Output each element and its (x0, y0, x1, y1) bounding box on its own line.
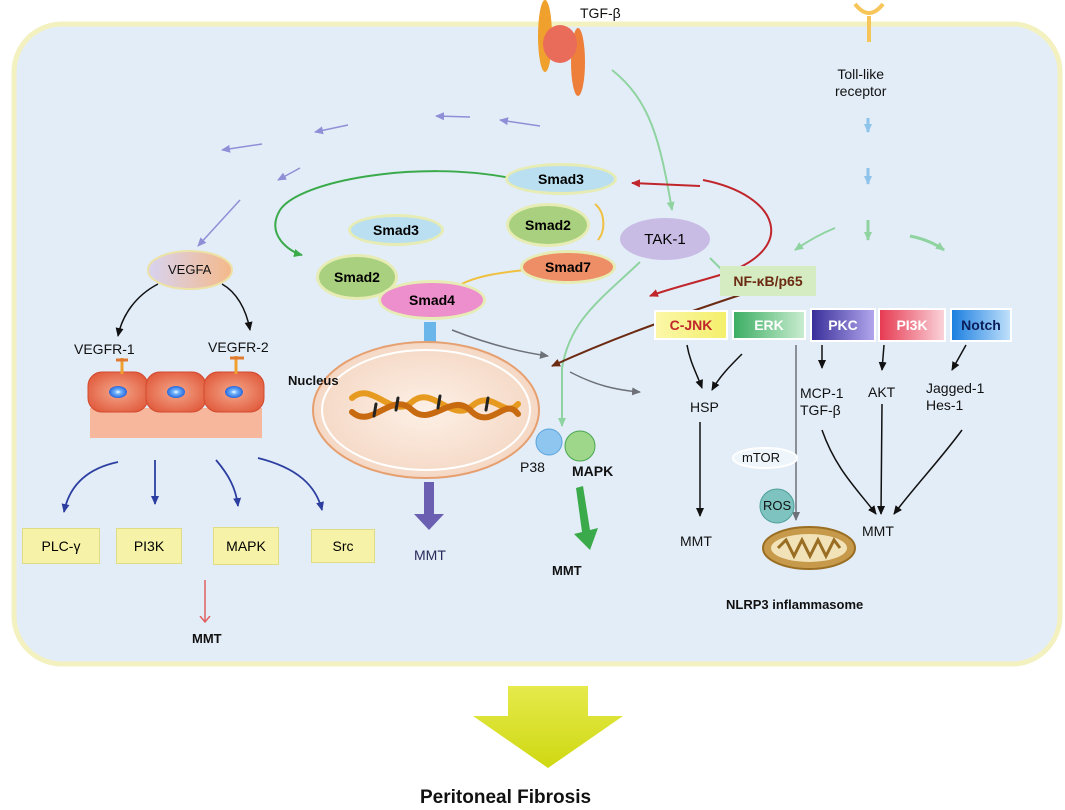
mtor-label: mTOR (742, 450, 781, 465)
peritoneal-fibrosis-label: Peritoneal Fibrosis (420, 787, 592, 808)
mapk-to-mmt-arrow (574, 486, 598, 550)
nfkb-to-nucleus-arrow (551, 294, 741, 367)
smad4-gray-arrow-2 (569, 371, 641, 396)
smad7-node: Smad7 (520, 250, 616, 284)
tak1-node: TAK-1 (620, 218, 710, 260)
vegfr2-label: VEGFR-2 (208, 339, 269, 355)
ros-label: ROS (763, 498, 792, 513)
tlr-signal-arrows (794, 118, 945, 252)
pkc-box: PKC (810, 308, 876, 342)
p38-label: P38 (520, 459, 545, 475)
mapk-vegf-box: MAPK (213, 527, 279, 565)
jagged-hes-label: Jagged-1 Hes-1 (926, 380, 985, 413)
smad7-inhibit-line (594, 203, 605, 241)
mapk-label: MAPK (572, 463, 614, 479)
hsp-label: HSP (690, 399, 719, 415)
tak1-to-smad3-arrow (631, 179, 701, 188)
nfkb-to-smad4-red-arrow (649, 179, 773, 297)
tgf-to-vegfa-arrows (197, 112, 541, 247)
mitochondrion-icon (762, 526, 856, 570)
smad4-node: Smad4 (378, 280, 486, 320)
toll-like-receptor-icon (853, 2, 885, 42)
tak1-to-p38-arrow (558, 261, 641, 427)
mmt-p38-label: MMT (552, 563, 582, 578)
nlrp3-label: NLRP3 inflammasome (726, 597, 864, 612)
tgf-beta-receptor (538, 0, 585, 96)
nucleus-to-mmt-arrow (414, 482, 444, 530)
mcp1-tgf-label: MCP-1 TGF-β (800, 385, 844, 418)
p38-circle (535, 428, 563, 456)
plc-gamma-box: PLC-γ (22, 528, 100, 564)
vegfa-to-r1-arrow (115, 283, 159, 337)
mmt-vegf-label: MMT (192, 631, 222, 646)
tgf-to-tak1-arrow (611, 69, 675, 211)
mmt-jnk-label: MMT (680, 533, 712, 549)
vegfr1-label: VEGFR-1 (74, 341, 135, 357)
nfkb-box: NF-κB/p65 (720, 266, 816, 296)
tlr-label: Toll-like receptor (835, 66, 887, 99)
endothelial-cells (87, 356, 265, 438)
mmt-nucleus-label: MMT (414, 547, 446, 563)
smad2-right-node: Smad2 (506, 203, 590, 247)
vegf-target-arrows (61, 457, 324, 513)
kinase-arrows (686, 344, 967, 517)
cjnk-box: C-JNK (654, 310, 728, 340)
akt-label: AKT (868, 384, 896, 400)
mapk-circle (564, 430, 596, 462)
vegfa-node (147, 250, 233, 290)
tgf-beta-label: TGF-β (580, 5, 621, 21)
src-box: Src (311, 529, 375, 563)
pi3k-vegf-box: PI3K (116, 528, 182, 564)
ros-node (759, 488, 795, 524)
smad3-loop-arrow (274, 170, 511, 257)
pi3k-kinase-box: PI3K (878, 308, 946, 342)
mmt-pkc-label: MMT (862, 523, 894, 539)
nucleus-label: Nucleus (288, 373, 339, 388)
nucleus (312, 341, 540, 479)
cell-membrane (11, 21, 1063, 667)
smad4-gray-arrow (451, 329, 549, 359)
smad3-top-node: Smad3 (505, 163, 617, 195)
vegfa-label: VEGFA (168, 262, 212, 277)
dna-helix-icon (349, 390, 521, 421)
erk-box: ERK (732, 310, 806, 340)
smad3-left-node: Smad3 (348, 214, 444, 246)
notch-box: Notch (950, 308, 1012, 342)
mtor-node (732, 447, 798, 469)
vegfa-to-r2-arrow (221, 283, 253, 331)
peritoneal-fibrosis-arrow (473, 686, 623, 768)
